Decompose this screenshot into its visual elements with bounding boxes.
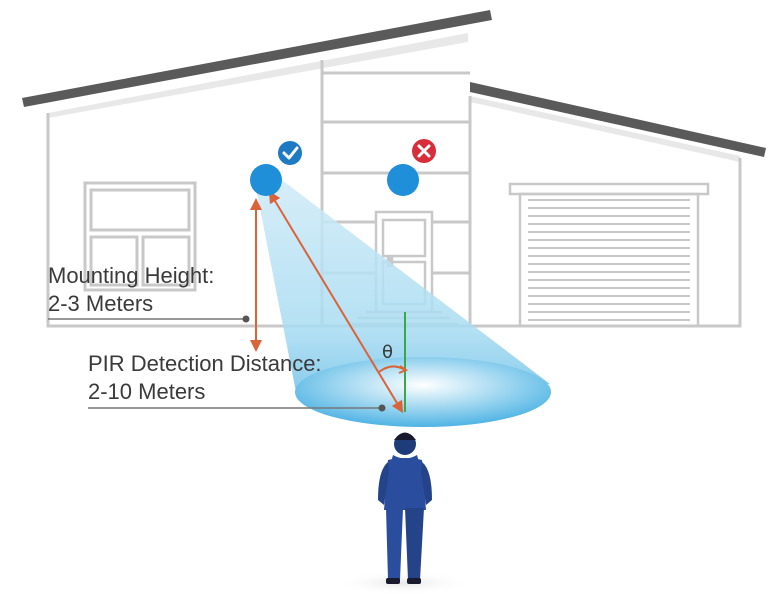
window: [83, 181, 197, 292]
roof-left: [22, 10, 492, 107]
garage-door: [508, 182, 710, 328]
roof-right: [470, 82, 766, 157]
mounting-height-label: Mounting Height: 2-3 Meters: [48, 262, 214, 318]
pir-distance-title: PIR Detection Distance:: [88, 351, 322, 376]
detection-distance-arrow: [268, 190, 404, 414]
pir-distance-value: 2-10 Meters: [88, 379, 206, 404]
angle-theta: θ: [382, 342, 393, 363]
mounting-height-title: Mounting Height:: [48, 263, 215, 288]
sensor-incorrect-position: [387, 139, 436, 196]
measurements: θ: [48, 190, 409, 414]
check-circle-icon: [278, 141, 302, 165]
sensor-correct: [250, 164, 282, 196]
detection-area: [295, 357, 551, 427]
pir-distance-label: PIR Detection Distance: 2-10 Meters: [88, 350, 322, 406]
sensor-incorrect: [387, 164, 419, 196]
person-figure: [333, 432, 473, 594]
mounting-height-value: 2-3 Meters: [48, 291, 154, 316]
sensor-correct-position: [250, 141, 302, 196]
